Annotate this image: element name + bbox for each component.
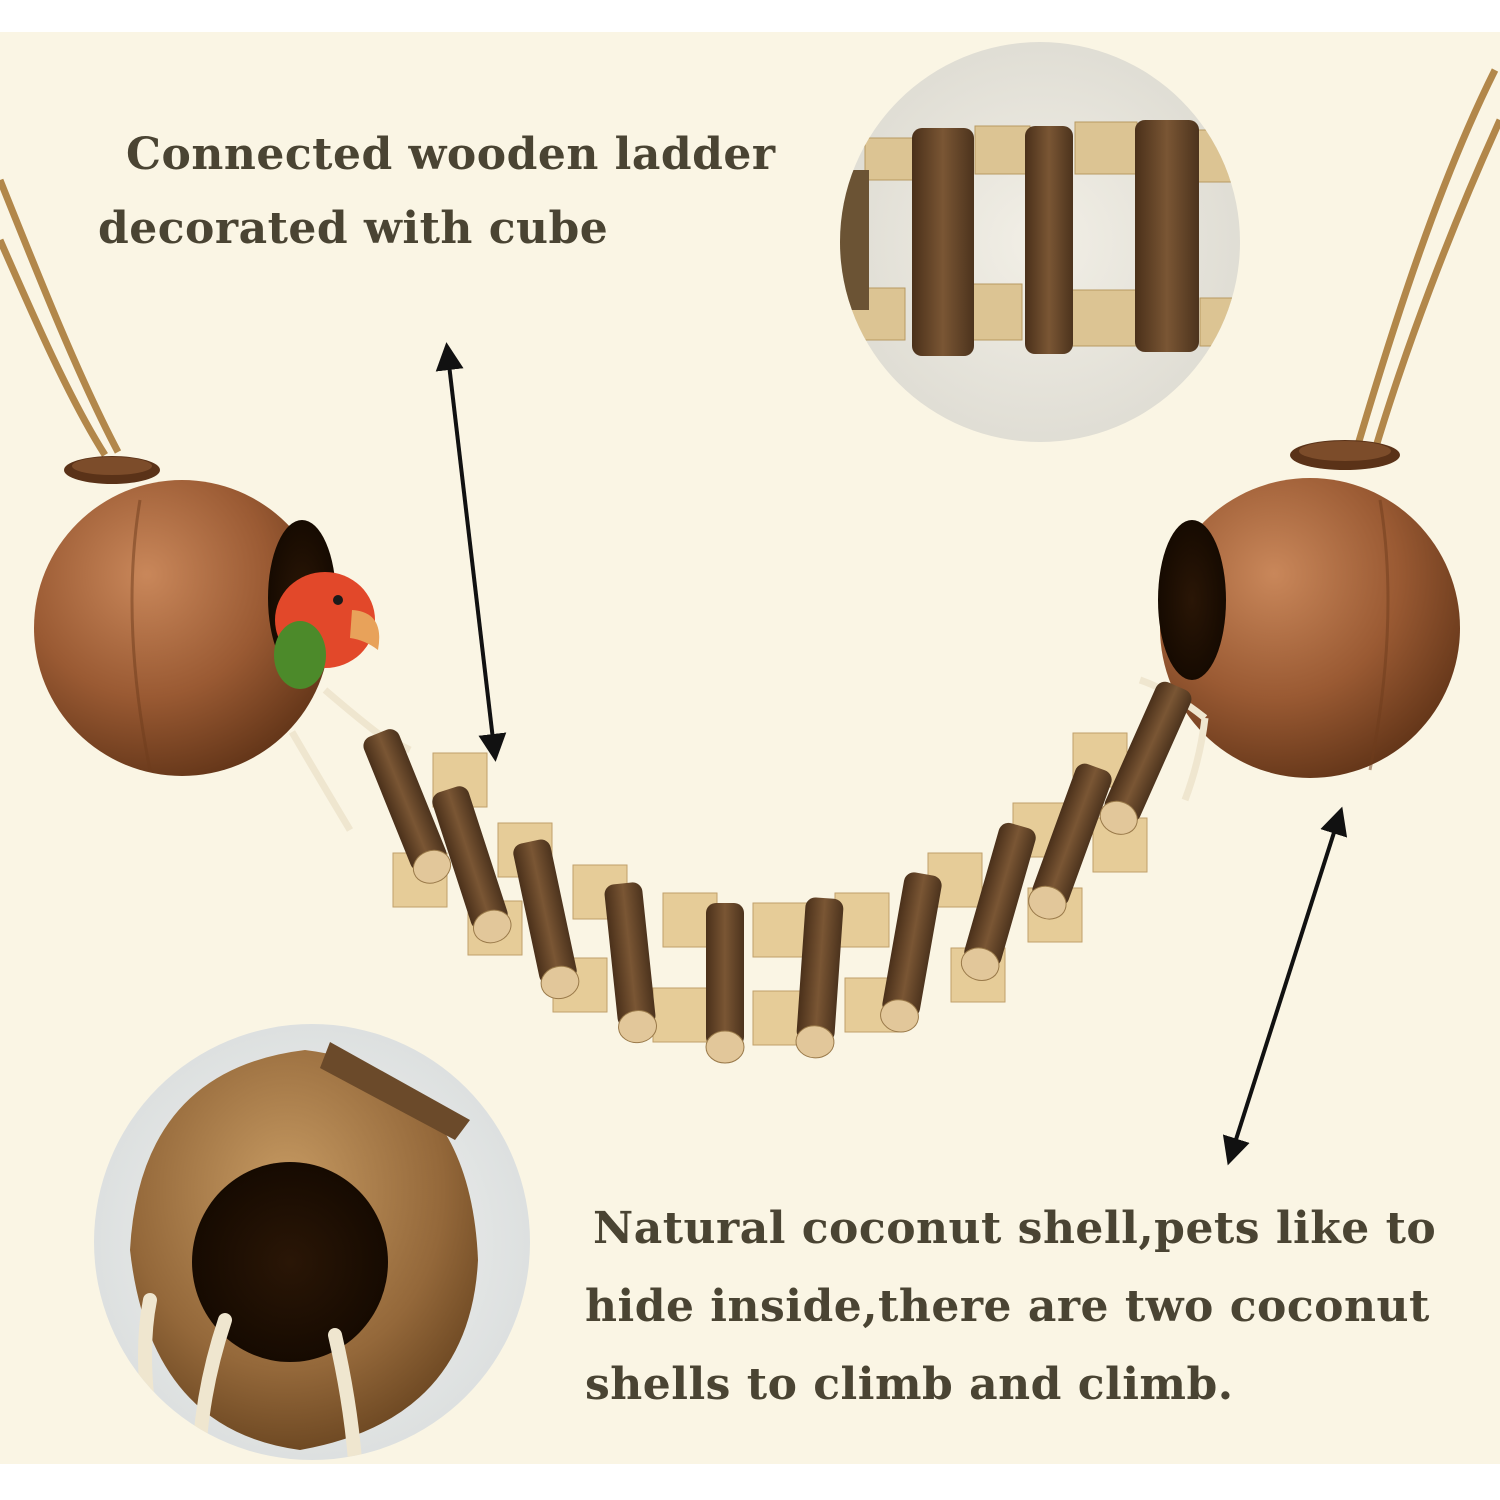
ladder-caption-line-1: Connected wooden ladder <box>126 129 776 180</box>
coconut-shell-left <box>34 456 336 776</box>
ladder-caption: Connected wooden ladder decorated with c… <box>98 118 776 266</box>
ladder-rung <box>604 882 657 1044</box>
double-arrow-icon <box>1222 806 1348 1166</box>
ladder-rung <box>1099 681 1192 835</box>
coconut-closeup-inset <box>94 1024 530 1460</box>
ladder-rung <box>513 839 580 1000</box>
wooden-ladder <box>363 681 1192 1064</box>
ladder-caption-line-2: decorated with cube <box>98 203 609 254</box>
hanging-rope-right <box>1353 68 1500 452</box>
double-arrow-icon <box>435 342 507 762</box>
coconut-caption: Natural coconut shell,pets like to hide … <box>585 1190 1436 1424</box>
coconut-caption-line-1: Natural coconut shell,pets like to <box>593 1203 1437 1254</box>
coconut-caption-line-2: hide inside,there are two coconut <box>585 1281 1430 1332</box>
ladder-rung <box>960 822 1036 981</box>
ladder-cube <box>752 902 808 958</box>
ladder-rung <box>705 903 745 1064</box>
ladder-rung <box>363 729 452 884</box>
ladder-rung <box>1028 763 1112 920</box>
hanging-rope-left <box>0 178 122 457</box>
parrot <box>274 572 380 689</box>
ladder-rung <box>880 872 942 1033</box>
coconut-shell-right <box>1158 440 1460 778</box>
ladder-cube <box>652 987 708 1043</box>
coconut-caption-line-3: shells to climb and climb. <box>585 1359 1234 1410</box>
ladder-cube <box>834 892 890 948</box>
ladder-closeup-inset <box>840 42 1240 442</box>
ladder-rung <box>432 786 512 944</box>
ladder-rung <box>795 897 844 1059</box>
